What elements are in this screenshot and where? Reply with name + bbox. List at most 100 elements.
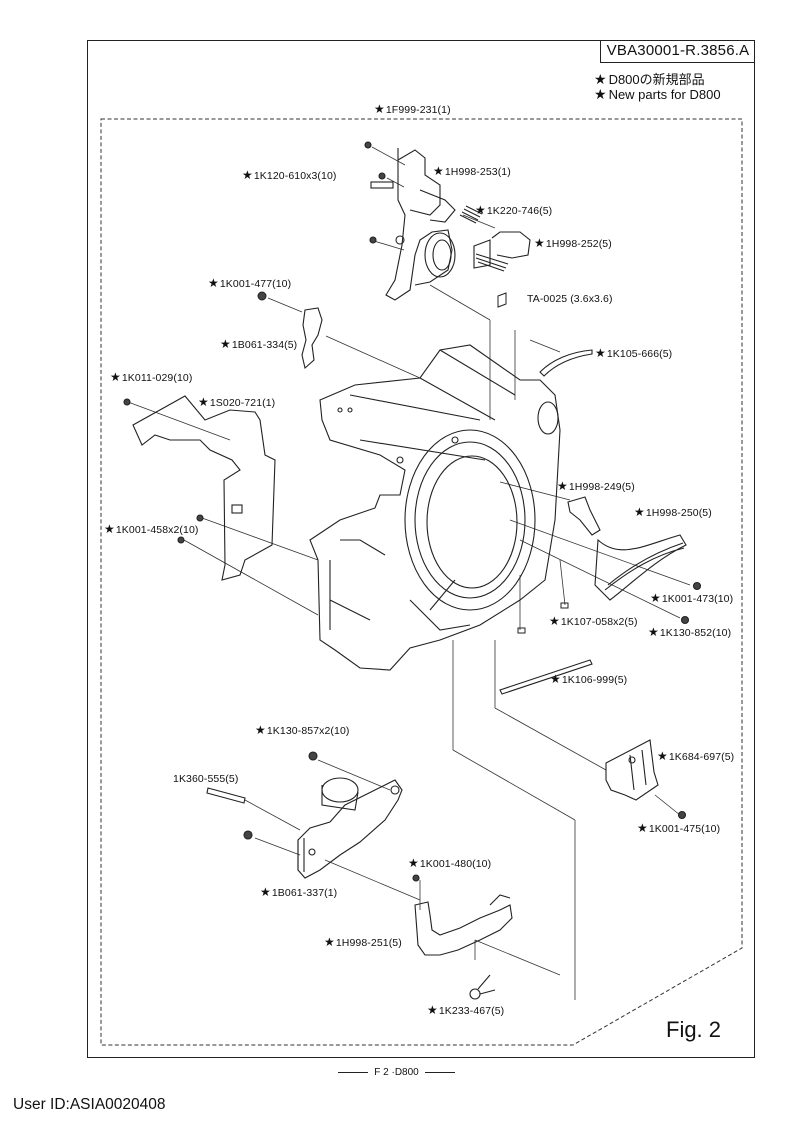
page-footer: F 2 ·D800: [0, 1067, 793, 1079]
assembly-part-number: 1F999-231(1): [385, 104, 451, 116]
part-number: 1S020-721(1): [209, 397, 276, 409]
star-icon: ★: [433, 164, 444, 178]
part-strip-1k106: [499, 659, 593, 695]
part-motor-unit-1b061-337: [206, 751, 403, 879]
part-lever-1h998-251: [412, 874, 513, 956]
note-text: D800の新規部品: [608, 72, 705, 87]
footer-text: F 2 ·D800: [374, 1067, 419, 1078]
part-label: ★1K106-999(5): [550, 673, 627, 686]
part-number: 1H998-250(5): [645, 507, 712, 519]
star-icon: ★: [220, 337, 231, 351]
note-text: New parts for D800: [608, 87, 721, 102]
part-label: ★1K011-029(10): [110, 371, 192, 384]
part-label: TA-0025 (3.6x3.6): [527, 293, 613, 305]
part-label: ★1K130-852(10): [648, 626, 731, 639]
part-sensor-1h998-249-250: [567, 496, 702, 625]
part-number: 1H998-249(5): [568, 481, 635, 493]
star-icon: ★: [657, 749, 668, 763]
assembly-label: ★1F999-231(1): [374, 103, 451, 116]
star-icon: ★: [594, 71, 607, 87]
star-icon: ★: [110, 370, 121, 384]
part-label: ★1B061-337(1): [260, 886, 337, 899]
part-label: ★1K001-473(10): [650, 592, 733, 605]
part-label: ★1K107-058x2(5): [549, 615, 638, 628]
star-icon: ★: [198, 395, 209, 409]
drawing-frame: [87, 40, 755, 1058]
part-number: 1B061-337(1): [271, 887, 338, 899]
star-icon: ★: [208, 276, 219, 290]
star-icon: ★: [557, 479, 568, 493]
star-icon: ★: [637, 821, 648, 835]
part-knob-1h998-252: [473, 231, 531, 272]
part-number: 1K120-610x3(10): [253, 170, 337, 182]
part-label: 1K360-555(5): [173, 773, 238, 785]
part-number: 1K130-852(10): [659, 627, 732, 639]
part-label: ★1K001-458x2(10): [104, 523, 199, 536]
part-number: 1K011-029(10): [121, 372, 193, 384]
assembly-boundary: [100, 118, 743, 1046]
part-pad-1k107-a: [560, 602, 569, 609]
part-number: 1K001-475(10): [648, 823, 721, 835]
part-label: ★1H998-252(5): [534, 237, 612, 250]
part-number: 1K001-480(10): [419, 858, 492, 870]
part-number: 1B061-334(5): [231, 339, 298, 351]
part-number: 1K130-857x2(10): [266, 725, 350, 737]
document-id: VBA30001-R.3856.A: [600, 40, 755, 63]
part-label: ★1B061-334(5): [220, 338, 297, 351]
part-label: ★1S020-721(1): [198, 396, 275, 409]
note-new-parts-en: ★New parts for D800: [594, 86, 721, 103]
part-number: 1H998-252(5): [545, 238, 612, 250]
star-icon: ★: [594, 86, 607, 102]
star-icon: ★: [534, 236, 545, 250]
part-number: 1K001-477(10): [219, 278, 292, 290]
part-spring-1k233-467: [469, 974, 496, 1000]
footer-dash-left: [338, 1071, 369, 1073]
part-label: ★1K001-480(10): [408, 857, 491, 870]
leader-lines: [127, 146, 691, 1000]
star-icon: ★: [549, 614, 560, 628]
star-icon: ★: [104, 522, 115, 536]
part-number: 1K001-458x2(10): [115, 524, 199, 536]
part-label: ★1H998-251(5): [324, 936, 402, 949]
part-bracket-1b061-334: [301, 307, 323, 370]
part-label: ★1K684-697(5): [657, 750, 734, 763]
user-id: User ID:ASIA0020408: [13, 1096, 166, 1113]
star-icon: ★: [650, 591, 661, 605]
part-label: ★1H998-250(5): [634, 506, 712, 519]
star-icon: ★: [648, 625, 659, 639]
part-number: TA-0025 (3.6x3.6): [527, 293, 613, 305]
star-icon: ★: [595, 346, 606, 360]
star-icon: ★: [260, 885, 271, 899]
part-shutter-charge-assembly: [364, 141, 456, 301]
part-mirror-box-body: [309, 344, 561, 671]
star-icon: ★: [408, 856, 419, 870]
part-number: 1K001-473(10): [661, 593, 734, 605]
part-label: ★1K001-475(10): [637, 822, 720, 835]
star-icon: ★: [242, 168, 253, 182]
part-spring-1k220: [459, 205, 483, 224]
star-icon: ★: [634, 505, 645, 519]
star-icon: ★: [255, 723, 266, 737]
star-icon: ★: [475, 203, 486, 217]
part-number: 1H998-251(5): [335, 937, 402, 949]
part-label: ★1K130-857x2(10): [255, 724, 350, 737]
part-label: ★1H998-253(1): [433, 165, 511, 178]
part-rubber-1k105: [539, 349, 593, 377]
star-icon: ★: [550, 672, 561, 686]
part-label: ★1K233-467(5): [427, 1004, 504, 1017]
part-label: ★1H998-249(5): [557, 480, 635, 493]
part-number: 1K233-467(5): [438, 1005, 505, 1017]
part-flex-1s020-721: [123, 395, 276, 581]
part-number: 1K107-058x2(5): [560, 616, 638, 628]
part-tape-ta0025: [497, 292, 507, 308]
part-number: 1H998-253(1): [444, 166, 511, 178]
part-number: 1K106-999(5): [561, 674, 628, 686]
part-label: ★1K105-666(5): [595, 347, 672, 360]
figure-label: Fig. 2: [666, 1017, 722, 1042]
part-pad-1k107-b: [517, 627, 526, 634]
part-label: ★1K120-610x3(10): [242, 169, 337, 182]
star-icon: ★: [374, 102, 385, 116]
part-label: ★1K220-746(5): [475, 204, 552, 217]
note-new-parts-ja: ★D800の新規部品: [594, 71, 705, 88]
